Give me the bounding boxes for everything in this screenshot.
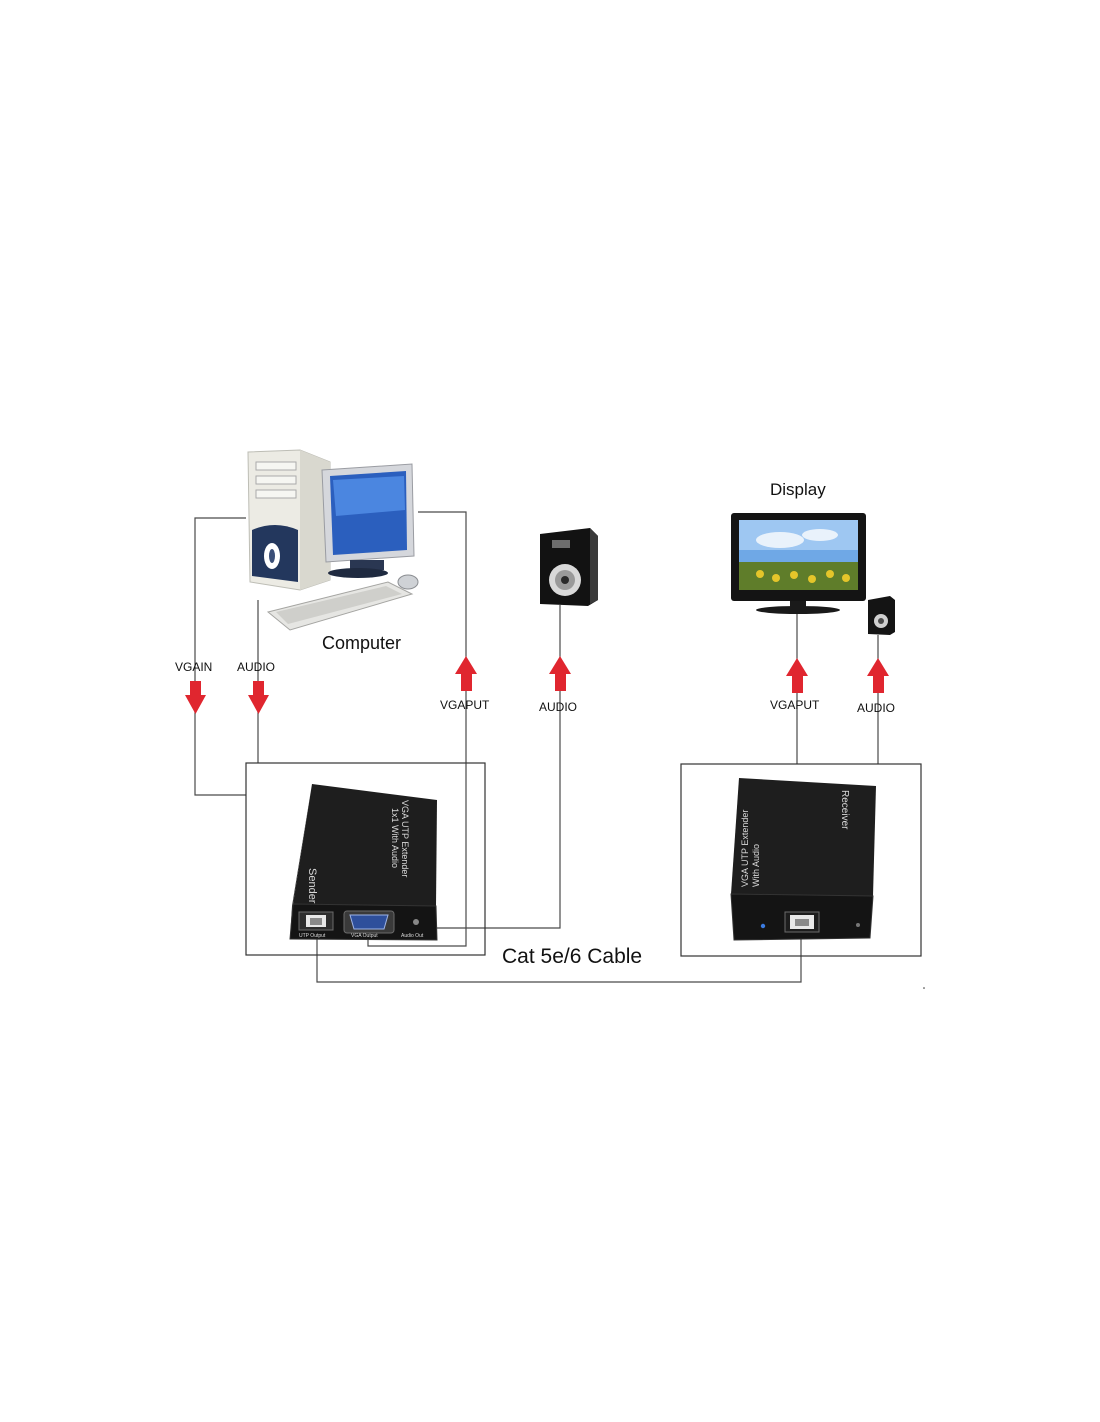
arrow-vgaput-left: [455, 656, 477, 691]
wire-audio-speaker: [436, 605, 560, 928]
arrow-audio-speaker: [549, 656, 571, 691]
receiver-name: Receiver: [839, 790, 850, 830]
arrow-audio-right: [867, 658, 889, 693]
speaker-icon: [540, 528, 598, 606]
sender-title-line2: 1x1 With Audio: [390, 808, 400, 868]
sender-port-vga: VGA Output: [351, 933, 378, 939]
wire-vgain: [195, 518, 246, 795]
arrow-audio-in: [248, 681, 269, 714]
label-audio-right: AUDIO: [857, 701, 895, 715]
receiver-title-line1: VGA UTP Extender: [740, 810, 750, 887]
label-cable: Cat 5e/6 Cable: [502, 945, 642, 968]
label-audio-in: AUDIO: [237, 660, 275, 674]
label-vgain: VGAIN: [175, 660, 212, 674]
small-speaker-icon: [868, 596, 895, 635]
label-computer: Computer: [322, 633, 401, 653]
label-display: Display: [770, 480, 826, 499]
display-icon: [731, 513, 866, 614]
label-vgaput-left: VGAPUT: [440, 698, 490, 712]
sender-device: UTP Output VGA Output Audio Out VGA UTP …: [290, 784, 437, 940]
computer-icon: [248, 450, 418, 630]
sender-title-line1: VGA UTP Extender: [400, 800, 410, 877]
label-audio-speaker: AUDIO: [539, 700, 577, 714]
sender-port-audio: Audio Out: [401, 933, 424, 939]
stray-dot: [923, 987, 925, 989]
sender-port-utp: UTP Output: [299, 933, 326, 939]
arrow-vgain: [185, 681, 206, 714]
receiver-device: VGA UTP Extender With Audio Receiver: [731, 778, 876, 940]
receiver-title-line2: With Audio: [751, 844, 761, 887]
label-vgaput-right: VGAPUT: [770, 698, 820, 712]
sender-name: Sender: [306, 868, 318, 904]
arrow-vgaput-right: [786, 658, 808, 693]
